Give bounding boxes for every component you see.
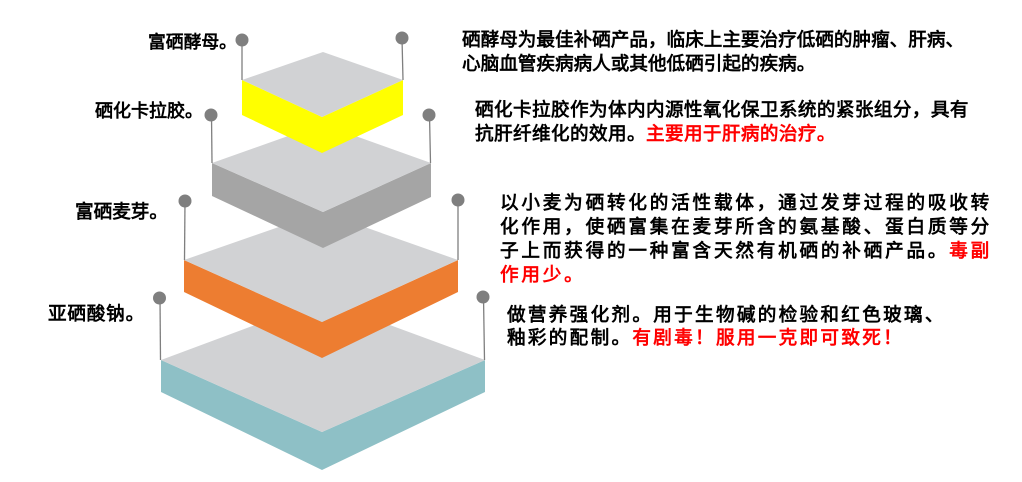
layer-4-left-callout-line — [159, 297, 162, 361]
highlighted-warning-text: 主要用于肝病的治疗。 — [645, 124, 836, 145]
layer-3-left-pin-dot-icon — [178, 194, 192, 208]
description-line: 釉彩的配制。有剧毒！服用一克即可致死！ — [507, 327, 946, 350]
layer-4-right-callout-line — [482, 296, 486, 361]
layer-3-slab — [184, 212, 458, 358]
description-text: 心脑血管疾病病人或其他低硒引起的疾病。 — [462, 54, 816, 75]
layer-3-top-face — [184, 212, 458, 322]
layer-4-description: 做营养强化剂。用于生物碱的检验和红色玻璃、 釉彩的配制。有剧毒！服用一克即可致死… — [507, 304, 946, 350]
description-line: 抗肝纤维化的效用。主要用于肝病的治疗。 — [475, 123, 969, 147]
description-line: 子上而获得的一种富含天然有机硒的补硒产品。毒副 — [500, 240, 992, 264]
layer-4-label: 亚硒酸钠。 — [48, 304, 145, 325]
layer-1-top-face — [242, 52, 403, 117]
layer-3-right-pin-dot-icon — [451, 193, 465, 207]
layer-1-slab — [242, 52, 403, 153]
layer-2-side — [212, 163, 431, 248]
layer-4-slab — [161, 300, 485, 470]
description-text: 硒酵母为最佳补硒产品，临床上主要治疗低硒的肿瘤、肝病、 — [462, 30, 965, 51]
description-text: 硒化卡拉胶作为体内内源性氧化保卫系统的紧张组分，具有 — [475, 100, 969, 121]
description-line: 硒化卡拉胶作为体内内源性氧化保卫系统的紧张组分，具有 — [475, 99, 969, 123]
layer-2-right-pin-dot-icon — [422, 108, 436, 122]
layer-2-left-pin-dot-icon — [204, 108, 218, 122]
layer-3-side — [184, 260, 458, 358]
layer-1-right-callout-line — [401, 37, 404, 81]
description-text: 做营养强化剂。用于生物碱的检验和红色玻璃、 — [507, 305, 946, 326]
layer-2-label: 硒化卡拉胶。 — [95, 101, 203, 122]
layer-3-description: 以小麦为硒转化的活性载体，通过发芽过程的吸收转 化作用，使硒富集在麦芽所含的氨基… — [500, 192, 992, 288]
layer-1-side — [242, 80, 403, 153]
layer-1-label: 富硒酵母。 — [148, 32, 237, 53]
layer-2-description: 硒化卡拉胶作为体内内源性氧化保卫系统的紧张组分，具有 抗肝纤维化的效用。主要用于… — [475, 99, 969, 147]
description-line: 化作用，使硒富集在麦芽所含的氨基酸、蛋白质等分 — [500, 216, 992, 240]
layer-2-slab — [212, 124, 431, 248]
layer-2-right-callout-line — [428, 114, 432, 164]
layer-3-left-callout-line — [183, 200, 186, 261]
layer-1-left-pin-dot-icon — [235, 33, 249, 47]
description-line: 以小麦为硒转化的活性载体，通过发芽过程的吸收转 — [500, 192, 992, 216]
description-text: 釉彩的配制。 — [507, 328, 633, 349]
description-text: 子上而获得的一种富含天然有机硒的补硒产品。 — [500, 241, 950, 262]
layer-1-right-pin-dot-icon — [395, 31, 409, 45]
description-text: 以小麦为硒转化的活性载体，通过发芽过程的吸收转 — [500, 193, 993, 214]
layer-4-right-pin-dot-icon — [476, 290, 490, 304]
description-line: 心脑血管疾病病人或其他低硒引起的疾病。 — [462, 53, 964, 77]
layer-2-left-callout-line — [210, 114, 213, 164]
description-line: 作用少。 — [500, 264, 992, 288]
description-text: 化作用，使硒富集在麦芽所含的氨基酸、蛋白质等分 — [500, 217, 993, 238]
layer-4-left-pin-dot-icon — [153, 291, 166, 305]
description-line: 做营养强化剂。用于生物碱的检验和红色玻璃、 — [507, 304, 946, 327]
layer-3-label: 富硒麦芽。 — [75, 202, 168, 223]
layer-4-top-face — [161, 300, 485, 432]
description-text: 抗肝纤维化的效用。 — [475, 124, 646, 145]
highlighted-warning-text: 作用少。 — [500, 265, 586, 286]
layer-1-description: 硒酵母为最佳补硒产品，临床上主要治疗低硒的肿瘤、肝病、 心脑血管疾病病人或其他低… — [462, 29, 964, 77]
layer-2-top-face — [212, 124, 431, 212]
description-line: 硒酵母为最佳补硒产品，临床上主要治疗低硒的肿瘤、肝病、 — [462, 29, 964, 53]
callout-pins — [153, 31, 490, 361]
highlighted-warning-text: 毒副 — [949, 241, 993, 262]
layer-4-side — [161, 360, 485, 470]
highlighted-warning-text: 有剧毒！服用一克即可致死！ — [632, 328, 904, 349]
